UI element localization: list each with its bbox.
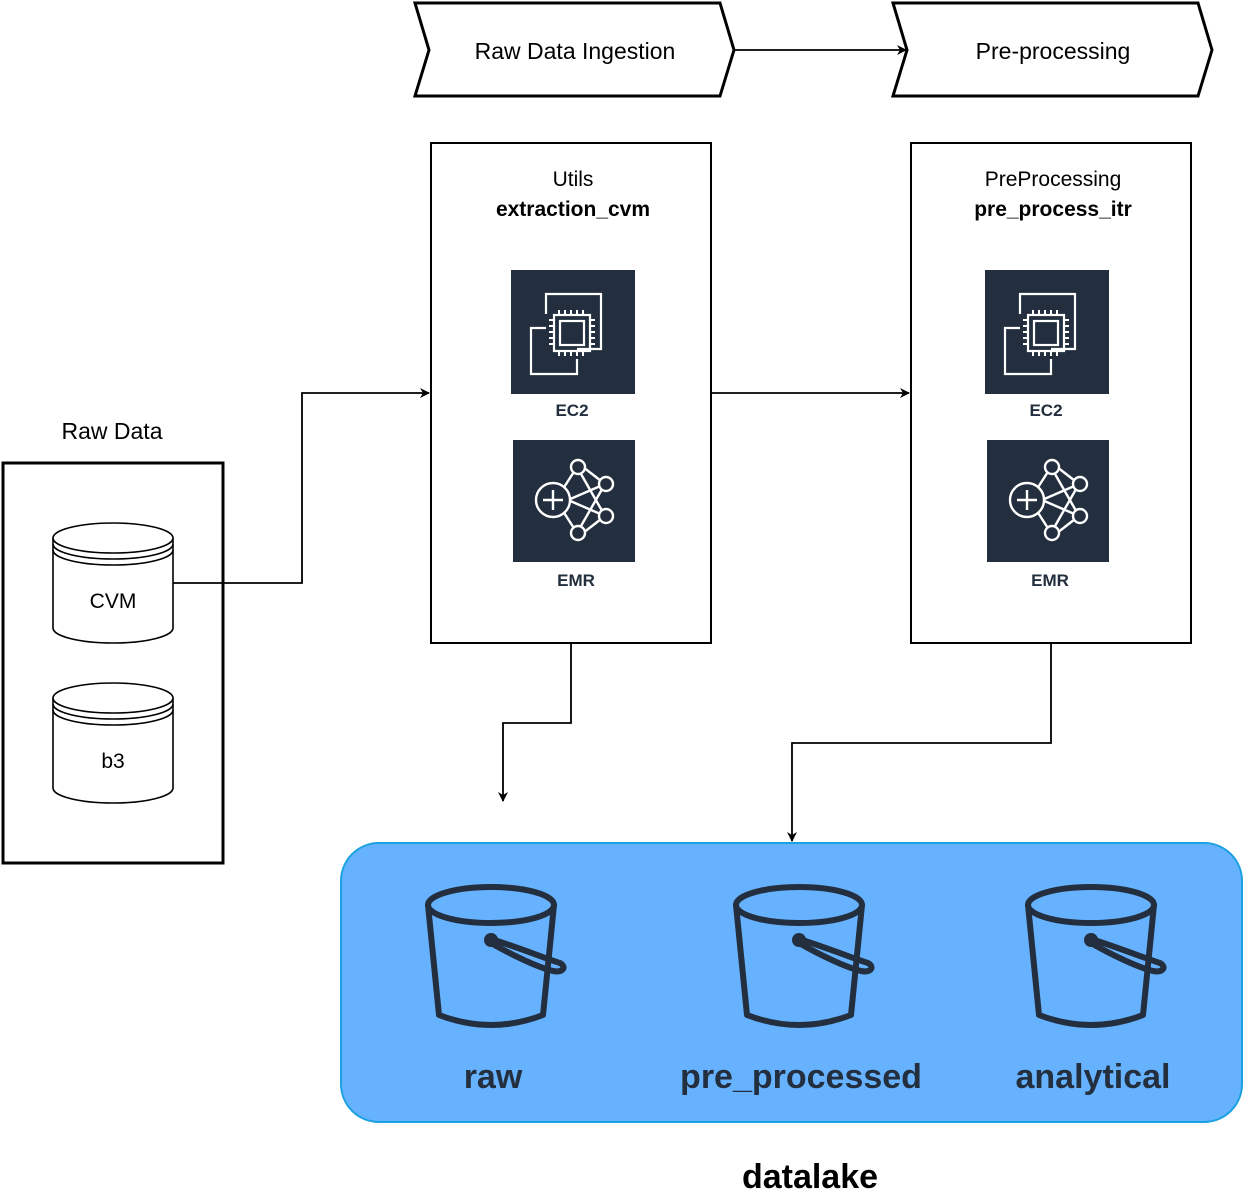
- process-utils-box: Utils extraction_cvm EC2 EMR: [430, 142, 712, 644]
- bucket-pre-processed: pre_processed: [680, 887, 922, 1096]
- database-label: CVM: [90, 590, 137, 613]
- stage-label: Pre-processing: [976, 38, 1131, 64]
- database-cylinder-icon: [52, 522, 174, 644]
- bucket-label: raw: [464, 1058, 523, 1096]
- process-function-label: extraction_cvm: [496, 198, 650, 221]
- datalake-container: [340, 842, 1243, 1123]
- connector-preprocessing-to-datalake: [787, 643, 1052, 842]
- stage-pre-processing: Pre-processing: [890, 1, 1214, 98]
- bucket-analytical: analytical: [1016, 887, 1171, 1096]
- bucket-label: pre_processed: [680, 1058, 922, 1096]
- emr-icon: [511, 438, 637, 564]
- process-module-label: PreProcessing: [985, 168, 1122, 191]
- bucket-raw: raw: [428, 887, 564, 1096]
- datalake-title: datalake: [742, 1158, 878, 1196]
- raw-data-title: Raw Data: [62, 418, 163, 444]
- database-label: b3: [101, 750, 124, 773]
- emr-label: EMR: [1031, 571, 1069, 590]
- process-preprocessing-box: PreProcessing pre_process_itr EC2 EMR: [910, 142, 1192, 644]
- emr-icon: [985, 438, 1111, 564]
- ec2-label: EC2: [555, 401, 588, 420]
- database-cylinder-icon: [52, 682, 174, 804]
- bucket-label: analytical: [1016, 1058, 1171, 1096]
- process-function-label: pre_process_itr: [974, 198, 1132, 221]
- b3-database: b3: [52, 682, 174, 804]
- stage-label: Raw Data Ingestion: [475, 38, 676, 64]
- cvm-database: CVM: [52, 522, 174, 644]
- emr-label: EMR: [557, 571, 595, 590]
- stage-raw-data-ingestion: Raw Data Ingestion: [412, 1, 736, 98]
- connector-cvm-to-utils: [173, 388, 430, 584]
- ec2-label: EC2: [1029, 401, 1062, 420]
- ec2-icon: [509, 268, 637, 396]
- process-module-label: Utils: [553, 168, 594, 191]
- connector-utils-to-raw: [498, 643, 572, 802]
- ec2-icon: [983, 268, 1111, 396]
